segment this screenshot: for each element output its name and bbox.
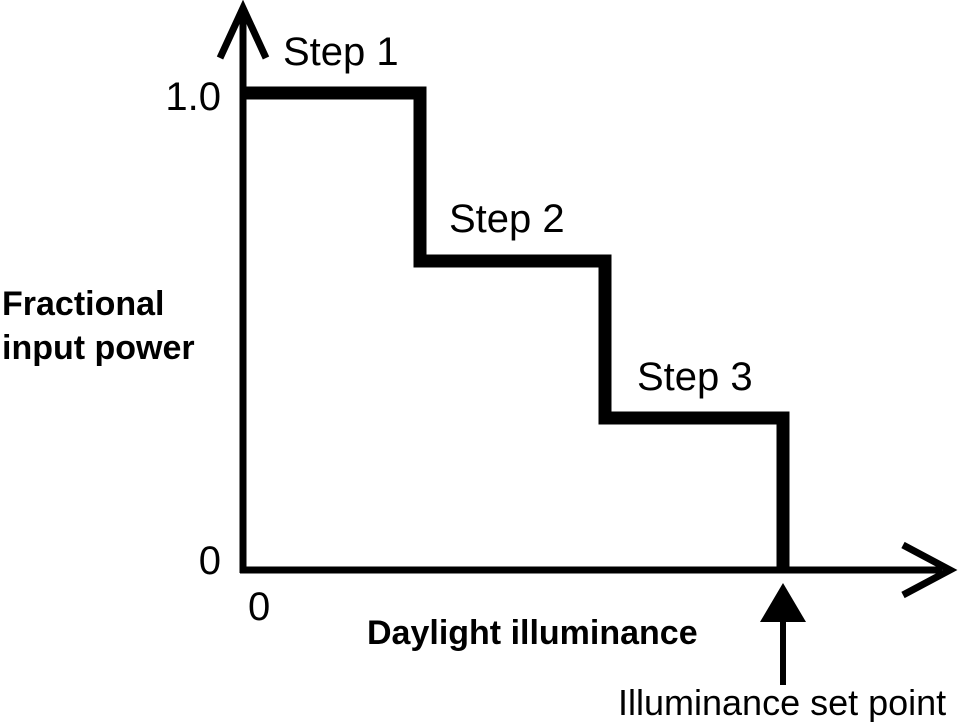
x-axis [240, 541, 958, 599]
y-axis-tick-label-top: 1.0 [165, 75, 221, 119]
x-axis-tick-label-origin: 0 [248, 585, 270, 629]
x-axis-title: Daylight illuminance [367, 614, 698, 652]
y-axis-title-line-1: Fractional [2, 285, 164, 323]
y-axis-title-line-2: input power [2, 329, 195, 367]
step-label-1: Step 1 [283, 30, 399, 74]
set-point-annotation-label: Illuminance set point [618, 682, 946, 722]
y-axis-tick-label-bottom: 0 [199, 539, 221, 583]
set-point-pointer [760, 583, 806, 685]
stepped-power-trace [243, 86, 790, 570]
step-curve [243, 86, 790, 570]
set-point-arrowhead-icon [760, 583, 806, 622]
y-axis-arrowhead-icon [216, 0, 270, 60]
step-label-2: Step 2 [449, 197, 565, 241]
x-axis-arrowhead-icon [901, 541, 958, 599]
y-axis [216, 0, 270, 573]
step-label-3: Step 3 [637, 355, 753, 399]
